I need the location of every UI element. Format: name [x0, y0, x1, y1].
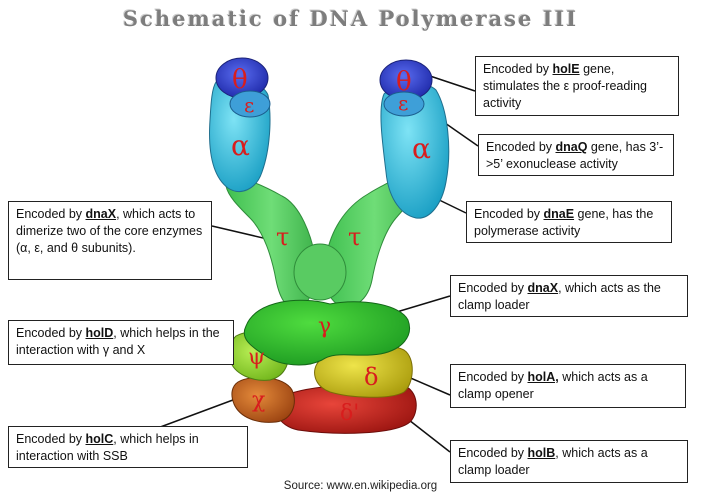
callout-holC: Encoded by holC, which helps in interact…: [8, 426, 248, 468]
callout-dnaX-gamma-pre: Encoded by: [458, 281, 528, 295]
callout-holA-post: which acts as a clamp opener: [458, 370, 648, 401]
epsilon-right-subunit: [383, 91, 425, 117]
callout-dnaX-tau-pre: Encoded by: [16, 207, 86, 221]
callout-dnaQ-post: gene, has 3’->5’ exonuclease activity: [486, 140, 664, 171]
callout-holD-gene: holD: [85, 326, 114, 340]
callout-holE: Encoded by holE gene, stimulates the ε p…: [475, 56, 679, 116]
callout-holE-post: gene, stimulates the ε proof-reading act…: [483, 62, 647, 110]
chi-label: χ: [252, 388, 265, 413]
callout-dnaX-gamma-post: , which acts as the clamp loader: [458, 281, 661, 312]
callout-holD-pre: Encoded by: [16, 326, 86, 340]
callout-dnaE-post: gene, has the polymerase activity: [474, 207, 654, 238]
callout-holB: Encoded by holB, which acts as a clamp l…: [450, 440, 688, 483]
callout-holA-gene: holA,: [527, 370, 559, 384]
callout-holB-post: , which acts as a clamp loader: [458, 446, 648, 477]
callout-holB-gene: holB: [527, 446, 556, 460]
callout-holE-gene: holE: [552, 62, 580, 76]
callout-holC-pre: Encoded by: [16, 432, 86, 446]
chi-subunit: [231, 376, 295, 423]
alpha-right-subunit: [380, 83, 450, 219]
callout-holA-pre: Encoded by: [458, 370, 528, 384]
psi-label: ψ: [248, 345, 265, 370]
callout-dnaX-tau-post: , which acts to dimerize two of the core…: [16, 207, 203, 255]
delta-label: δ: [364, 363, 378, 391]
callout-dnaQ-pre: Encoded by: [486, 140, 556, 154]
callout-holC-post: , which helps in interaction with SSB: [16, 432, 199, 463]
callout-dnaX-gamma: Encoded by dnaX, which acts as the clamp…: [450, 275, 688, 317]
callout-holB-pre: Encoded by: [458, 446, 528, 460]
callout-holA: Encoded by holA, which acts as a clamp o…: [450, 364, 686, 408]
epsilon-right-label: ε: [398, 91, 408, 115]
callout-holD: Encoded by holD, which helps in the inte…: [8, 320, 234, 365]
gamma-subunit: [243, 299, 410, 366]
callout-dnaE-gene: dnaE: [543, 207, 575, 221]
callout-holD-post: , which helps in the interaction with γ …: [16, 326, 220, 357]
gamma-label: γ: [318, 314, 331, 339]
alpha-right-label: α: [412, 132, 431, 165]
callout-dnaE: Encoded by dnaE gene, has the polymerase…: [466, 201, 672, 243]
callout-dnaE-pre: Encoded by: [474, 207, 544, 221]
delta-prime-label: δ': [340, 401, 359, 426]
source-caption: Source: www.en.wikipedia.org: [283, 480, 438, 492]
theta-left-label: θ: [232, 65, 248, 95]
tau-left-label: τ: [276, 223, 289, 251]
callout-dnaQ-gene: dnaQ: [555, 140, 588, 154]
tau-right-label: τ: [348, 223, 361, 251]
alpha-left-label: α: [231, 129, 250, 162]
theta-right-label: θ: [396, 67, 412, 97]
epsilon-left-subunit: [229, 90, 271, 118]
callout-holC-gene: holC: [85, 432, 114, 446]
callout-holE-pre: Encoded by: [483, 62, 553, 76]
epsilon-left-label: ε: [244, 93, 254, 117]
diagram-title: Schematic of DNA Polymerase III: [122, 6, 579, 31]
callout-dnaX-gamma-gene: dnaX: [527, 281, 559, 295]
callout-dnaQ: Encoded by dnaQ gene, has 3’->5’ exonucl…: [478, 134, 674, 176]
callout-dnaX-tau-gene: dnaX: [85, 207, 117, 221]
tau-junction: [293, 243, 347, 301]
callout-dnaX-tau: Encoded by dnaX, which acts to dimerize …: [8, 201, 212, 280]
